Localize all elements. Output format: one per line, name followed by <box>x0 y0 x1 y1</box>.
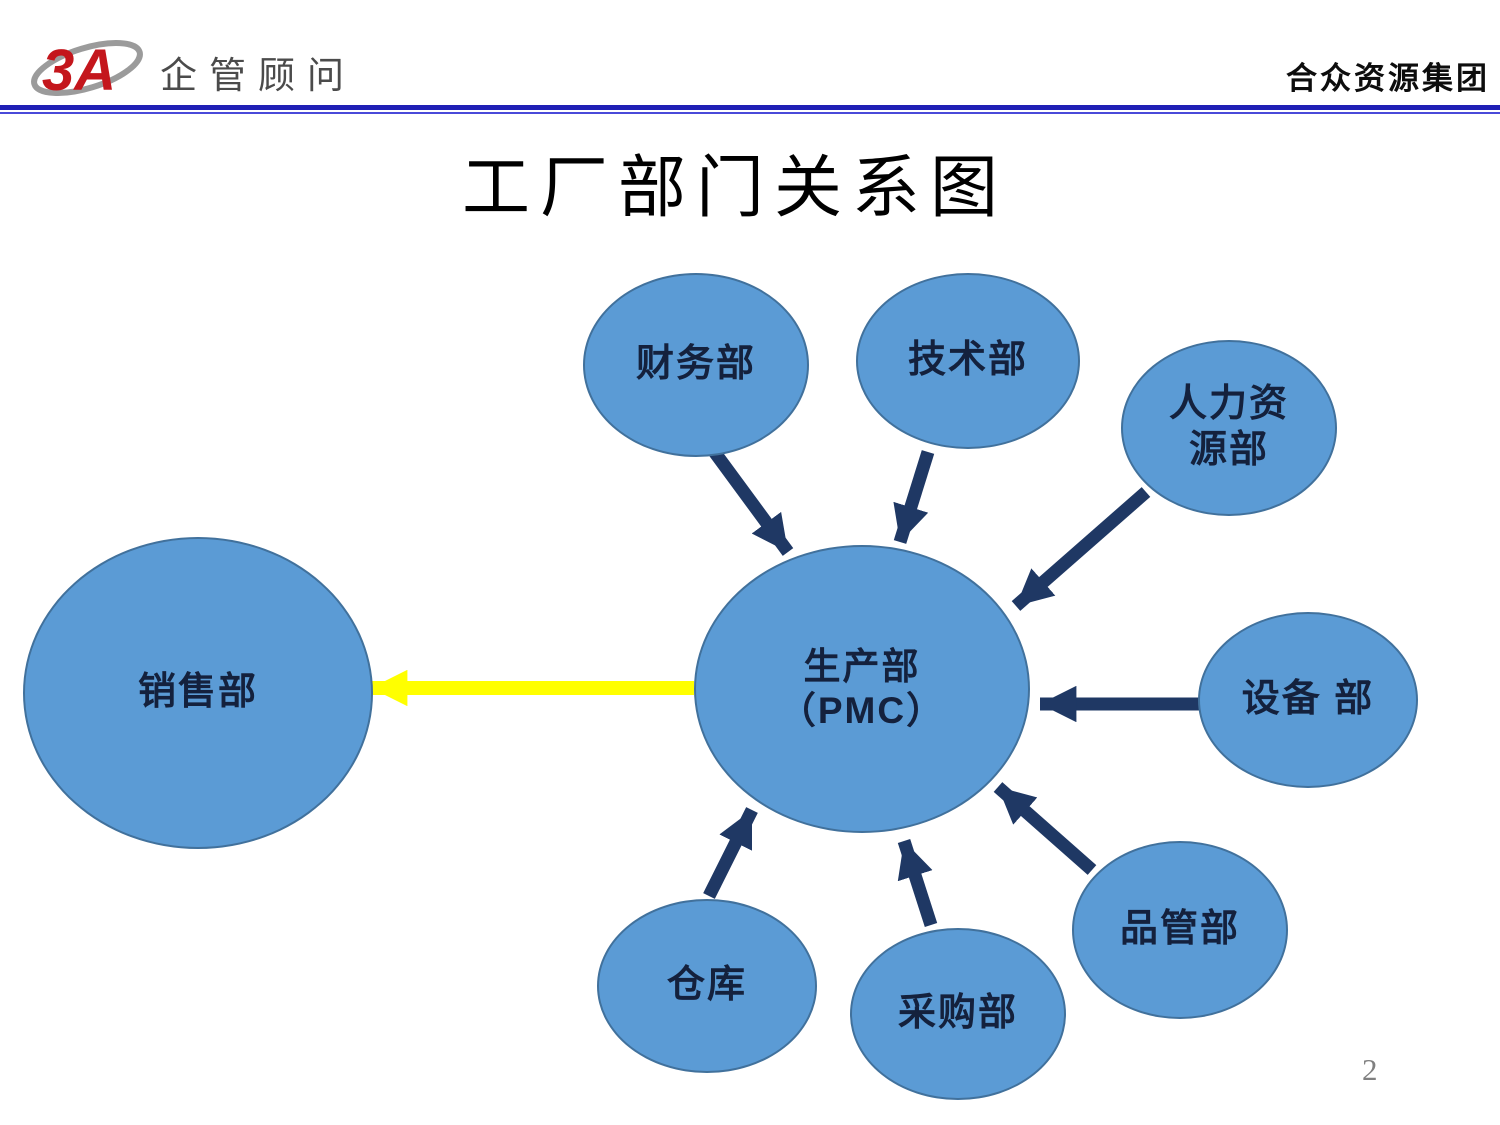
node-purchasing: 采购部 <box>850 928 1066 1100</box>
node-tech: 技术部 <box>856 273 1080 449</box>
header: 3A 企管顾问 合众资源集团 <box>0 0 1500 104</box>
node-hr-label-line1: 人力资 <box>1168 383 1289 426</box>
node-hr-label-line2: 源部 <box>1188 429 1269 471</box>
node-production: 生产部 （PMC） <box>694 545 1030 833</box>
logo-3a-icon: 3A <box>31 38 143 100</box>
node-finance-label: 财务部 <box>635 343 756 386</box>
node-warehouse: 仓库 <box>597 899 817 1073</box>
arrow-warehouse-to-production <box>703 807 758 899</box>
company-name: 合众资源集团 <box>1286 61 1490 96</box>
node-warehouse-label: 仓库 <box>666 964 747 1007</box>
header-divider <box>0 105 1500 114</box>
node-finance: 财务部 <box>583 273 809 457</box>
node-production-label-line2: （PMC） <box>778 690 946 731</box>
node-production-label-line1: 生产部 <box>803 645 921 687</box>
arrow-hr-to-production <box>1011 487 1151 611</box>
arrow-purchasing-to-production <box>897 839 938 927</box>
arrow-quality-to-production <box>993 782 1097 875</box>
logo-swoosh <box>31 40 143 96</box>
arrow-tech-to-production <box>893 450 935 544</box>
page-number: 2 <box>1362 1052 1378 1087</box>
page-title: 工厂部门关系图 <box>461 150 1008 226</box>
arrow-finance-to-production <box>707 446 794 556</box>
node-sales: 销售部 <box>23 537 373 849</box>
node-hr: 人力资 源部 <box>1121 340 1337 516</box>
logo-mark-text: 3A <box>42 38 116 100</box>
node-quality-label: 品管部 <box>1119 908 1240 951</box>
node-quality: 品管部 <box>1072 841 1288 1019</box>
node-equipment-label: 设备 部 <box>1241 678 1375 721</box>
node-purchasing-label: 采购部 <box>897 992 1018 1035</box>
logo-text: 企管顾问 <box>160 55 356 96</box>
node-equipment: 设备 部 <box>1198 612 1418 788</box>
node-tech-label: 技术部 <box>907 339 1028 382</box>
node-sales-label: 销售部 <box>137 671 258 714</box>
logo: 3A 企管顾问 <box>28 30 356 100</box>
